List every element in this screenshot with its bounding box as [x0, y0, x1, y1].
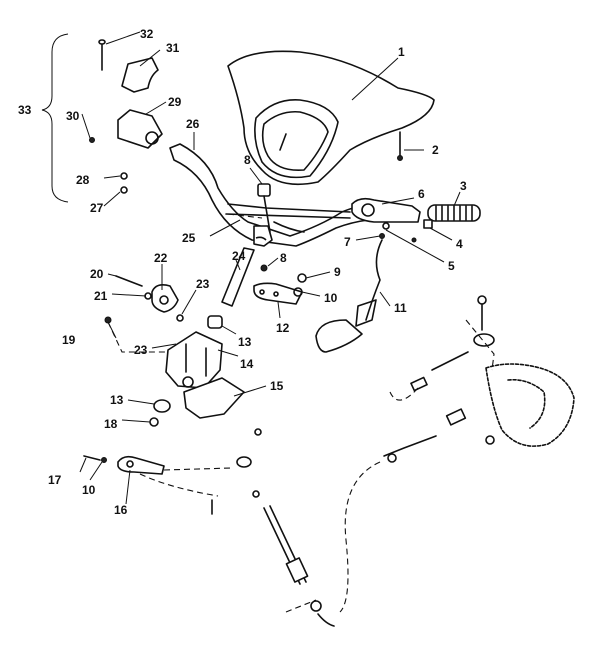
pad-screw-icon [397, 131, 403, 161]
screw-30-icon [89, 137, 95, 143]
throttle-cable-icon [273, 221, 305, 233]
group-33-brace [41, 33, 69, 203]
callout-5: 5 [448, 259, 455, 273]
callout-16: 16 [114, 503, 128, 517]
bracket-31-icon [121, 57, 159, 93]
screw-17-icon [83, 455, 101, 461]
callout-22: 22 [154, 251, 168, 265]
callout-19: 19 [62, 333, 76, 347]
callout-3: 3 [460, 179, 467, 193]
throttle-arm-icon [117, 455, 165, 475]
callout-30: 30 [66, 109, 80, 123]
callout-14: 14 [240, 357, 254, 371]
callout-23b: 23 [134, 343, 148, 357]
callout-28: 28 [76, 173, 90, 187]
callout-29: 29 [168, 95, 182, 109]
callout-9: 9 [334, 265, 341, 279]
callout-18: 18 [104, 417, 118, 431]
callout-25: 25 [182, 231, 196, 245]
callout-21: 21 [94, 289, 108, 303]
steering-block-icon [165, 331, 223, 389]
frame-bracket-icon [183, 377, 245, 419]
bolt-20-icon [115, 275, 143, 287]
switch-nut-icon [379, 233, 385, 239]
callout-26: 26 [186, 117, 200, 131]
callout-12: 12 [276, 321, 290, 335]
bushing-13b-icon [153, 399, 171, 413]
mount-block-icon [117, 109, 163, 149]
plate-22-icon [151, 284, 179, 313]
callout-2: 2 [432, 143, 439, 157]
callout-10b: 10 [82, 483, 96, 497]
cable-route-line-5 [285, 599, 317, 613]
cable-route-line-4 [139, 473, 219, 497]
nut-28-icon [120, 172, 128, 180]
clamp-cap-icon [257, 183, 271, 233]
callout-10: 10 [324, 291, 338, 305]
grip-cap-icon [423, 219, 433, 229]
callout-13: 13 [238, 335, 252, 349]
cable-route-line-2 [389, 387, 419, 401]
handlebar-pad-icon [227, 50, 435, 186]
callout-33: 33 [18, 103, 32, 117]
callout-17: 17 [48, 473, 62, 487]
cable-route-line-8 [465, 319, 495, 371]
post-nut-icon [260, 264, 268, 272]
washer-23-icon [176, 314, 184, 322]
callout-31: 31 [166, 41, 180, 55]
cable-route-line-6 [227, 213, 263, 219]
callout-1: 1 [398, 45, 405, 59]
callout-24: 24 [232, 249, 246, 263]
callout-7: 7 [344, 235, 351, 249]
kill-switch-icon [382, 222, 417, 243]
nut-27-icon [120, 186, 128, 194]
callout-23: 23 [196, 277, 210, 291]
callout-8: 8 [244, 153, 251, 167]
washer-9-icon [297, 273, 307, 283]
callout-15: 15 [270, 379, 284, 393]
callout-13b: 13 [110, 393, 124, 407]
hand-grip-icon [427, 204, 481, 222]
steering-post-icon [221, 225, 273, 307]
throttle-body-icon [383, 295, 575, 463]
washer-18-icon [149, 417, 159, 427]
callout-11: 11 [394, 301, 407, 315]
callout-20: 20 [90, 267, 104, 281]
cable-route-line-3 [163, 467, 233, 471]
nut-10b-icon [101, 457, 107, 463]
cable-assembly-icon [211, 428, 335, 627]
callout-4: 4 [456, 237, 463, 251]
callout-8b: 8 [280, 251, 287, 265]
bolt-32-icon [98, 39, 106, 71]
bushing-13-icon [207, 315, 223, 329]
throttle-control-icon [351, 197, 421, 223]
callout-32: 32 [140, 27, 154, 41]
tether-cord-icon [315, 239, 383, 353]
callout-6: 6 [418, 187, 425, 201]
leader-lines [79, 31, 461, 505]
cable-route-line [339, 461, 381, 613]
callout-27: 27 [90, 201, 104, 215]
clamp-icon [253, 282, 303, 305]
